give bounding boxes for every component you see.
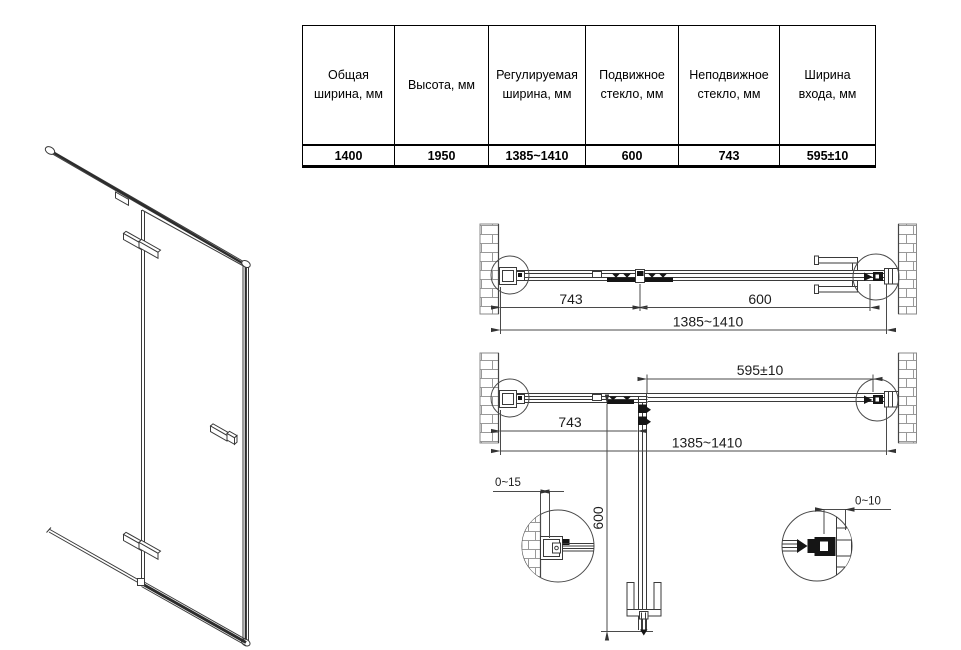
- detail-callout-right-closed: [852, 253, 900, 301]
- detail-callout-left-open: [490, 378, 530, 418]
- dim-label-right-adjust: 0~10: [855, 496, 881, 508]
- col-header-entry-width: Ширина входа, мм: [779, 25, 876, 146]
- spec-table-values-row: 1400 1950 1385~1410 600 743 595±10: [302, 144, 876, 167]
- value-movable-glass: 600: [585, 144, 679, 167]
- top-view-open: 595±10 743 1385~1410: [479, 352, 917, 630]
- detail-views: 600: [493, 394, 891, 641]
- detail-left-wall-profile: 0~15: [493, 477, 595, 583]
- dim-label-adjustable-width-open: 1385~1410: [672, 435, 743, 451]
- value-height: 1950: [394, 144, 489, 167]
- col-header-adjustable-width: Регулируемая ширина, мм: [488, 25, 586, 146]
- dim-label-left-adjust: 0~15: [495, 477, 521, 489]
- top-view-closed: 743 600 1385~1410: [479, 223, 917, 334]
- spec-table-header-row: Общая ширина, мм Высота, мм Регулируемая…: [302, 25, 876, 146]
- value-adjustable-width: 1385~1410: [488, 144, 586, 167]
- wall-right: [898, 223, 917, 315]
- dim-label-fixed-glass-open: 743: [558, 414, 582, 430]
- dim-label-fixed-glass-closed: 743: [559, 291, 583, 307]
- wall-left: [479, 352, 499, 444]
- door-3d-view: [44, 146, 251, 647]
- door-handle-3d: [209, 423, 238, 446]
- col-header-fixed-glass: Неподвижное стекло, мм: [678, 25, 780, 146]
- value-total-width: 1400: [302, 144, 395, 167]
- dim-label-entry-width: 595±10: [737, 362, 784, 378]
- detail-right-wall-profile: 0~10: [781, 496, 891, 582]
- detail-callout-left-closed: [490, 255, 530, 295]
- open-door-handle: [626, 582, 662, 636]
- open-door-panel: [638, 393, 651, 630]
- value-fixed-glass: 743: [678, 144, 780, 167]
- spec-table: Общая ширина, мм Высота, мм Регулируемая…: [302, 25, 876, 168]
- dim-label-movable-glass-closed: 600: [748, 291, 772, 307]
- rod-wall-bracket: [115, 191, 129, 207]
- door-handle-top-view: [814, 255, 858, 294]
- dim-label-door-glass-width: 600: [590, 506, 606, 530]
- dim-label-adjustable-width-closed: 1385~1410: [673, 314, 744, 330]
- value-entry-width: 595±10: [779, 144, 876, 167]
- wall-right: [898, 352, 917, 444]
- bottom-hinge: [122, 531, 162, 561]
- top-hinge: [122, 230, 162, 260]
- wall-left: [479, 223, 499, 315]
